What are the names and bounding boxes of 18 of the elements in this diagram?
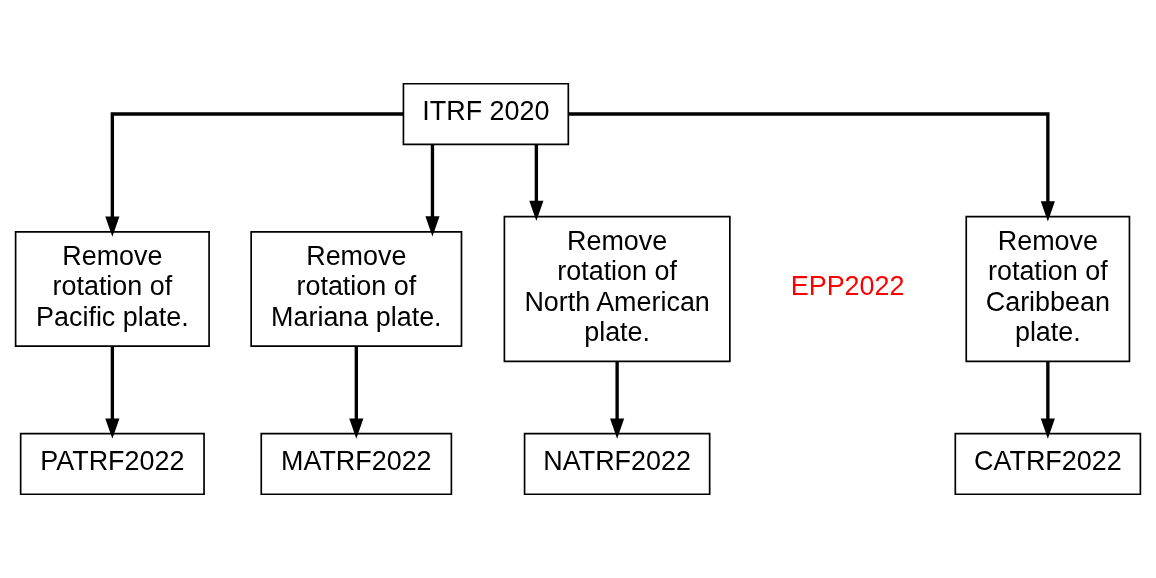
arrow (568, 112, 1055, 222)
label: EPP2022 (790, 271, 905, 302)
node-box: ITRF 2020 (402, 82, 570, 146)
node-box: Remove rotation of Pacific plate. (14, 230, 210, 348)
node-box: Remove rotation of Mariana plate. (250, 230, 463, 348)
node-box: Remove rotation of Caribbean plate. (965, 215, 1131, 363)
node-box: CATRF2022 (954, 432, 1142, 496)
arrow (105, 112, 403, 237)
node-box: PATRF2022 (19, 432, 205, 496)
node-box: Remove rotation of North American plate. (503, 215, 731, 363)
arrow (529, 144, 544, 222)
node-box: NATRF2022 (523, 432, 711, 496)
arrow (349, 346, 364, 439)
arrow (610, 361, 625, 439)
node-box: MATRF2022 (260, 432, 453, 496)
arrow (425, 144, 440, 237)
arrow (1040, 361, 1055, 439)
arrow (105, 346, 120, 439)
